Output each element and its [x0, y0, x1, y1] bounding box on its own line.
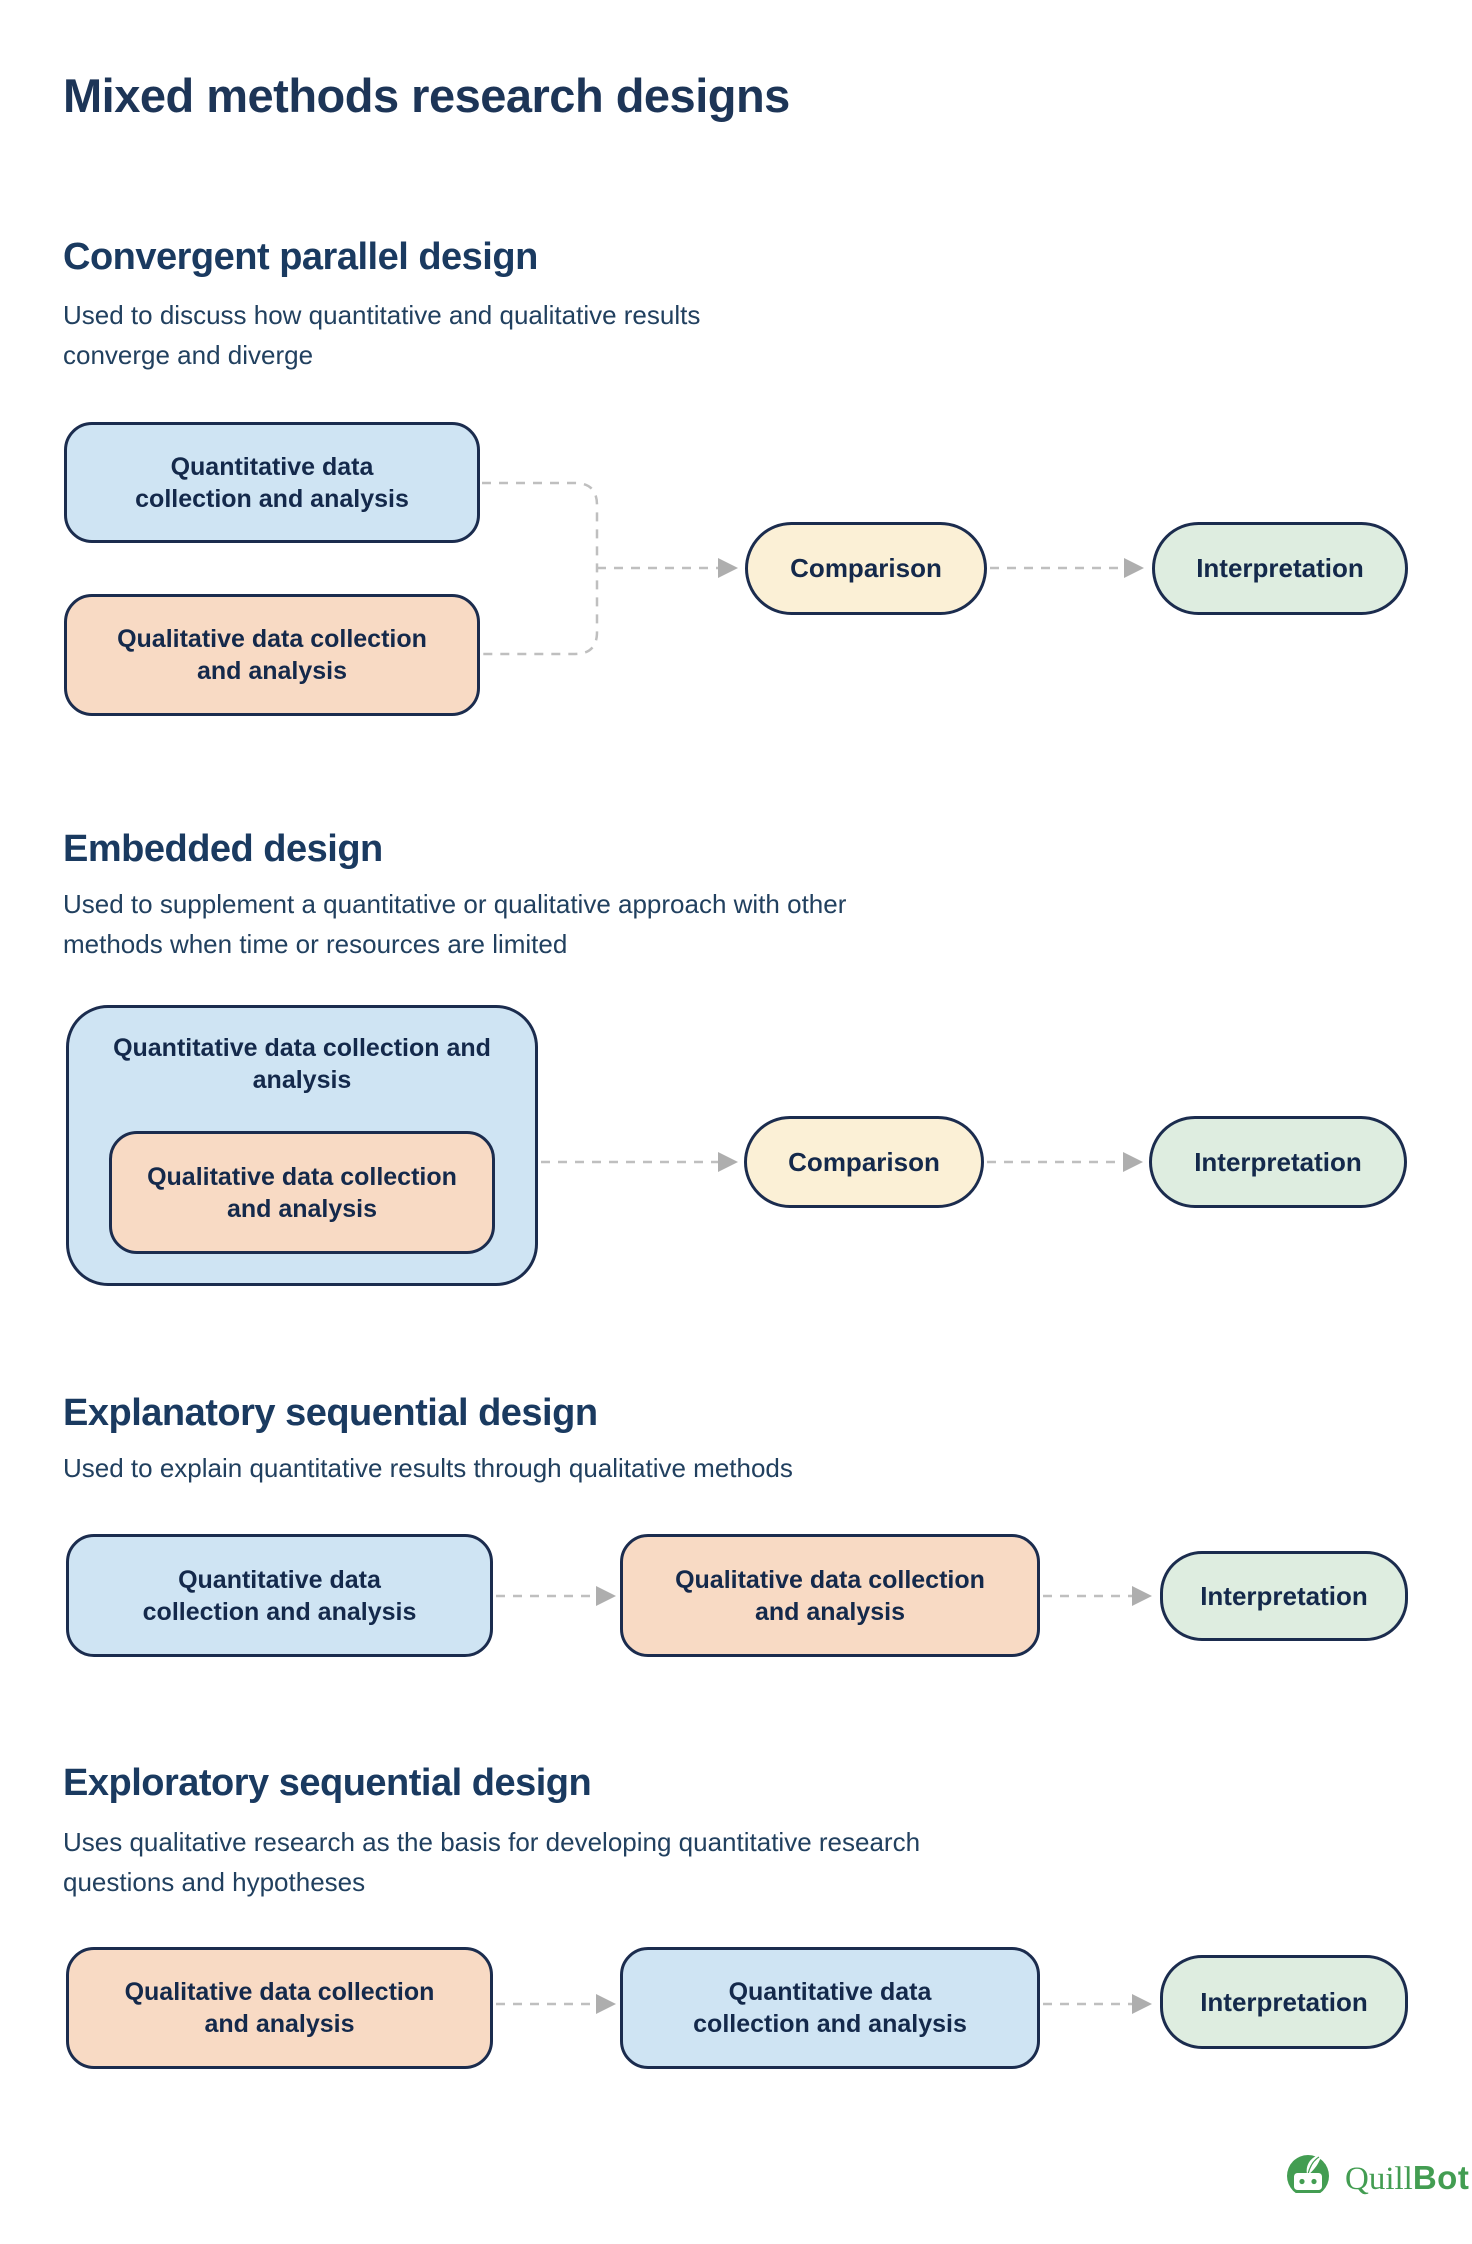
section-desc-explanatory: Used to explain quantitative results thr…: [63, 1448, 793, 1488]
desc-line: Uses qualitative research as the basis f…: [63, 1827, 921, 1857]
qualitative-box: Qualitative data collection and analysis: [66, 1947, 493, 2069]
box-label-line: collection and analysis: [135, 484, 409, 513]
pill-label: Interpretation: [1200, 1986, 1368, 2017]
box-label-line: Quantitative data: [113, 1034, 316, 1062]
box-label-line: Quantitative data: [728, 1978, 932, 2006]
pill-label: Interpretation: [1196, 553, 1364, 583]
desc-line: methods when time or resources are limit…: [63, 929, 568, 959]
box-label-line: Quantitative data: [170, 452, 374, 481]
box-label-line: Qualitative data collection: [117, 625, 427, 653]
pill-label: Interpretation: [1194, 1146, 1362, 1177]
pill-label: Comparison: [788, 1146, 940, 1177]
dashed-connector-merge: [482, 481, 599, 656]
embedded-outer-quantitative-box: Quantitative data collection and analysi…: [66, 1005, 538, 1286]
desc-line: Used to discuss how quantitative and qua…: [63, 300, 701, 330]
box-label-line: and analysis: [754, 1597, 906, 1626]
interpretation-pill: Interpretation: [1160, 1551, 1408, 1641]
arrow-head-icon: [596, 1586, 616, 1606]
comparison-pill: Comparison: [744, 1116, 984, 1208]
comparison-pill: Comparison: [745, 522, 987, 615]
quantitative-box: Quantitative data collection and analysi…: [66, 1534, 493, 1657]
embedded-nested-qualitative-box: Qualitative data collection and analysis: [109, 1131, 495, 1254]
interpretation-pill: Interpretation: [1152, 522, 1408, 615]
section-heading-embedded: Embedded design: [63, 828, 383, 870]
pill-label: Interpretation: [1200, 1580, 1368, 1611]
interpretation-pill: Interpretation: [1149, 1116, 1407, 1208]
box-label-line: and analysis: [196, 657, 348, 685]
interpretation-pill: Interpretation: [1160, 1955, 1408, 2049]
arrow-head-icon: [1132, 1586, 1152, 1606]
section-desc-embedded: Used to supplement a quantitative or qua…: [63, 884, 846, 964]
desc-line: converge and diverge: [63, 340, 314, 370]
box-label-line: and analysis: [226, 1194, 378, 1223]
desc-line: Used to explain quantitative results thr…: [63, 1453, 793, 1483]
arrow-head-icon: [1124, 558, 1144, 578]
section-heading-convergent: Convergent parallel design: [63, 236, 538, 278]
wordmark-bot: Bot: [1412, 2158, 1470, 2196]
box-label: Quantitative data collection and analysi…: [69, 1032, 535, 1096]
arrow-head-icon: [1123, 1152, 1143, 1172]
box-label-line: Qualitative data collection: [147, 1162, 457, 1191]
arrow-head-icon: [596, 1994, 616, 2014]
section-heading-exploratory: Exploratory sequential design: [63, 1762, 592, 1804]
pill-label: Comparison: [790, 553, 942, 583]
box-label-line: Qualitative data collection: [675, 1565, 985, 1594]
box-label-line: and analysis: [204, 2010, 355, 2038]
qualitative-box: Qualitative data collection and analysis: [64, 594, 480, 716]
quantitative-box: Quantitative data collection and analysi…: [620, 1947, 1040, 2069]
box-label-line: Qualitative data collection: [124, 1978, 435, 2006]
arrow-head-icon: [718, 558, 738, 578]
box-label-line: collection and analysis: [142, 1597, 417, 1626]
box-label-line: collection and analysis: [252, 1034, 491, 1094]
arrow-head-icon: [1132, 1994, 1152, 2014]
quillbot-robot-icon: [1287, 2154, 1329, 2204]
page-title: Mixed methods research designs: [63, 69, 790, 122]
section-heading-explanatory: Explanatory sequential design: [63, 1392, 598, 1434]
desc-line: Used to supplement a quantitative or qua…: [63, 889, 847, 919]
wordmark-quill: Quill: [1345, 2160, 1413, 2197]
desc-line: questions and hypotheses: [63, 1867, 366, 1897]
section-desc-convergent: Used to discuss how quantitative and qua…: [63, 295, 700, 375]
qualitative-box: Qualitative data collection and analysis: [620, 1534, 1040, 1657]
box-label-line: Quantitative data: [178, 1565, 381, 1594]
quantitative-box: Quantitative data collection and analysi…: [64, 422, 480, 543]
section-desc-exploratory: Uses qualitative research as the basis f…: [63, 1822, 920, 1902]
arrow-head-icon: [718, 1152, 738, 1172]
box-label-line: collection and analysis: [693, 2010, 967, 2038]
